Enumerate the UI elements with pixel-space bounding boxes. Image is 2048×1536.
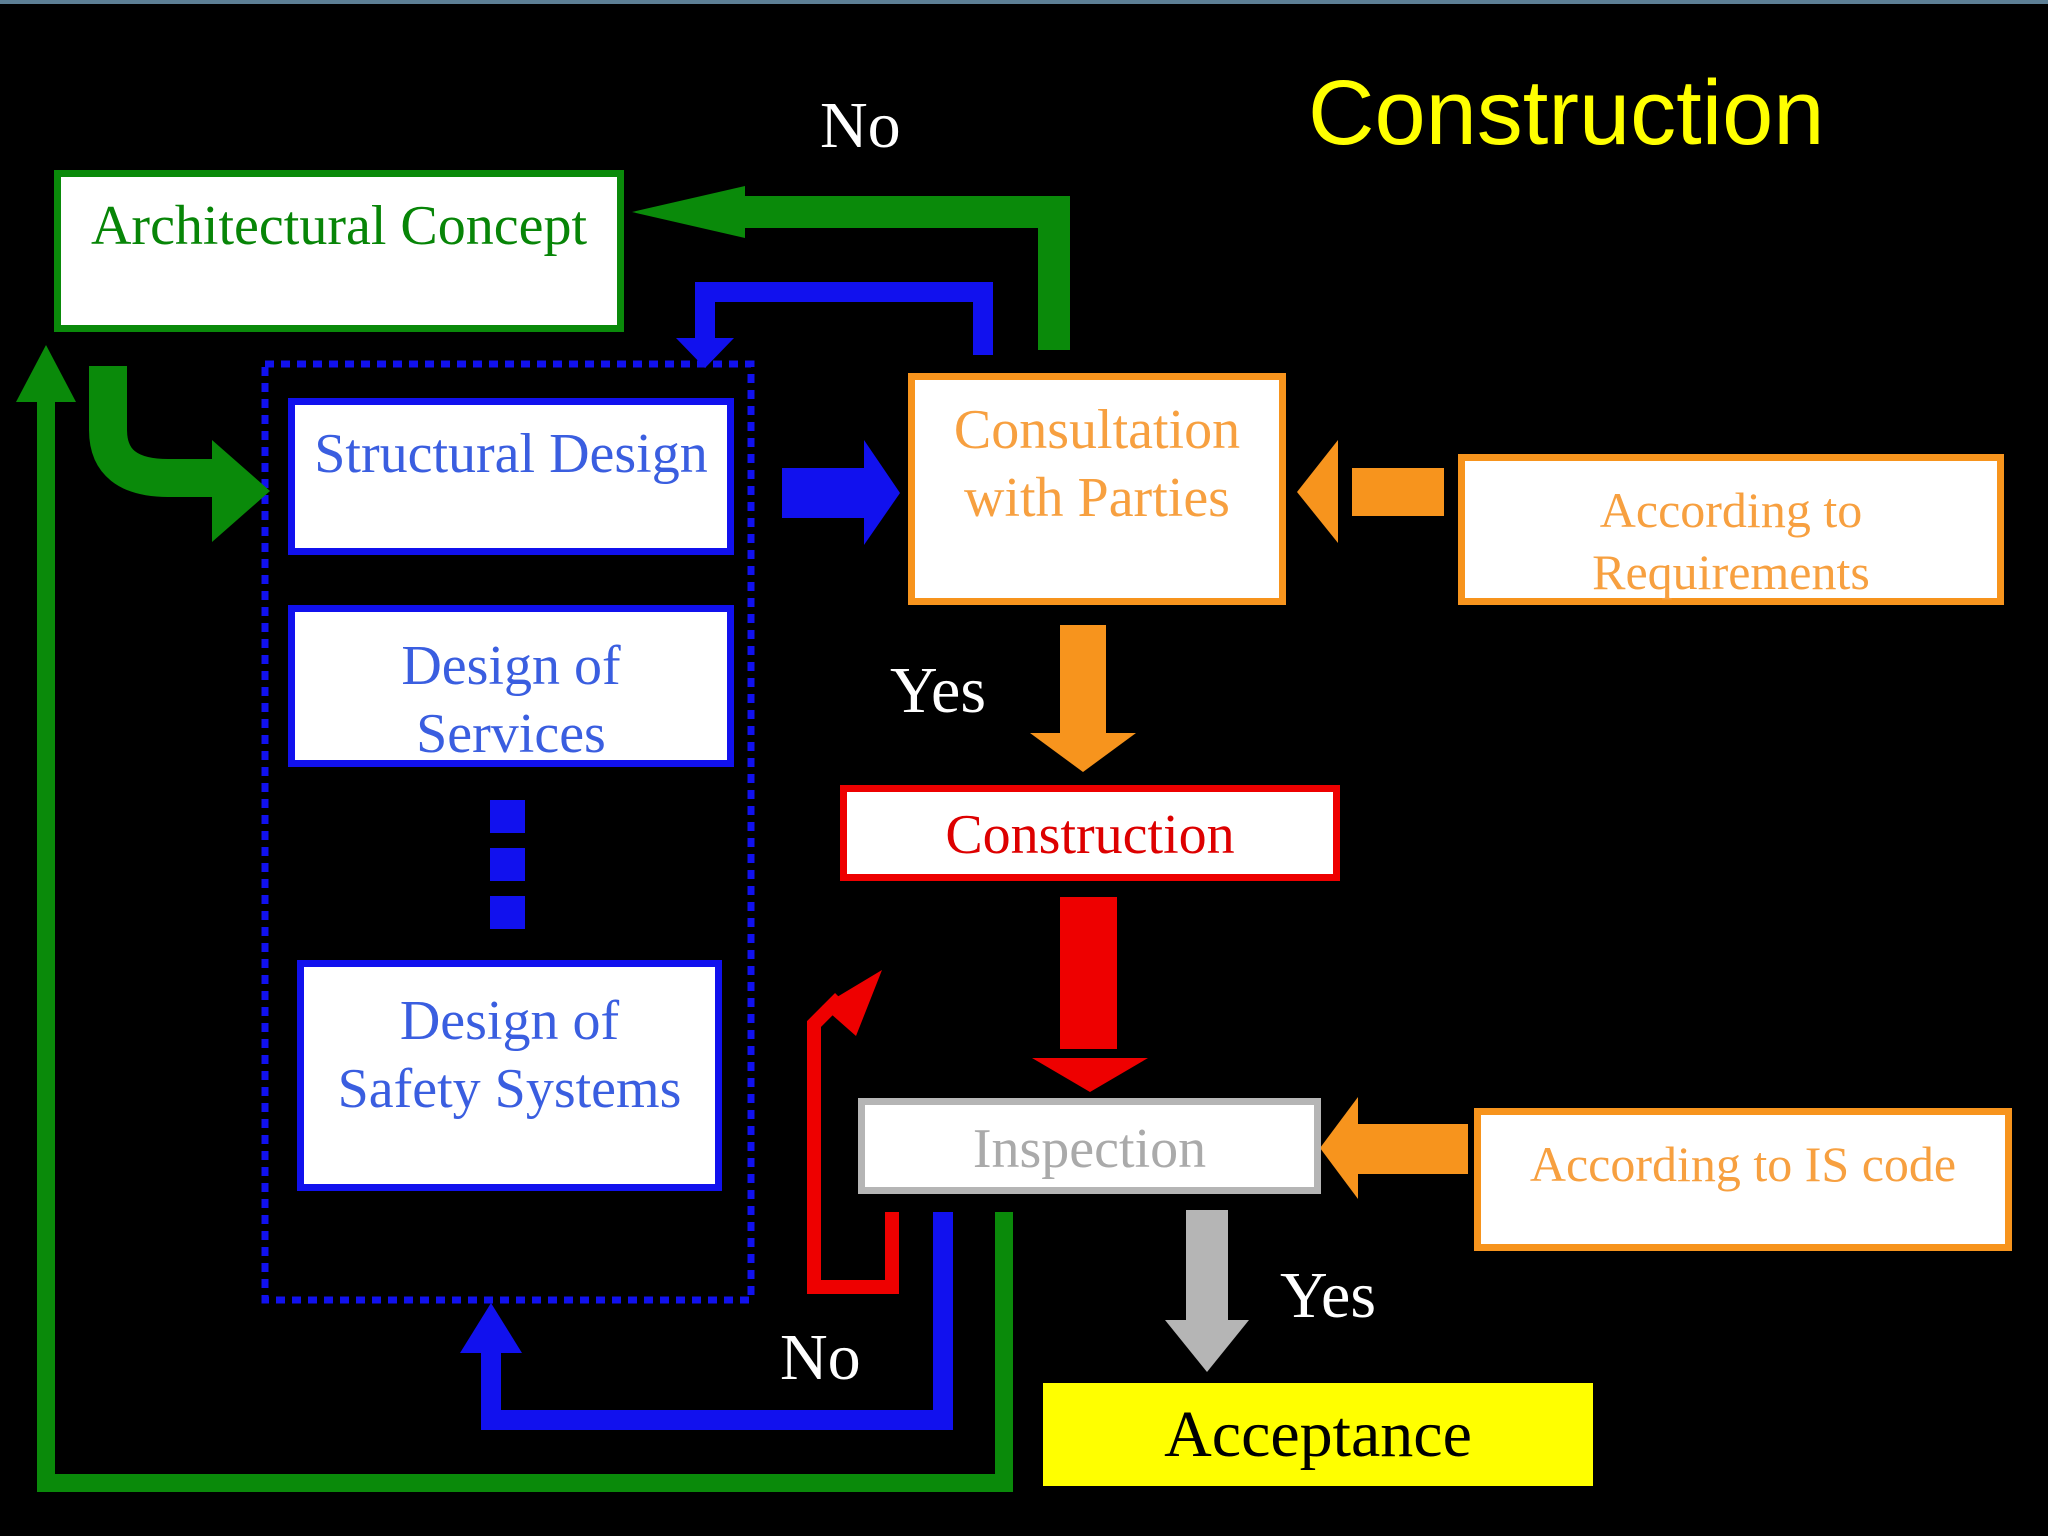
red-construction-shaft [1060, 897, 1117, 1049]
design-group-dotted-frame [261, 360, 755, 1304]
node-consultation-line-2: with Parties [964, 467, 1230, 529]
node-acceptance-label: Acceptance [1164, 1398, 1472, 1471]
orange-iscode-shaft [1356, 1124, 1468, 1174]
node-construction-label: Construction [945, 804, 1235, 866]
node-requirements-line-2: Requirements [1592, 544, 1870, 600]
blue-consult-to-design-arrow [695, 282, 993, 355]
node-consultation-line-1: Consultation [953, 399, 1241, 461]
node-design-of-safety-systems-line-2: Safety Systems [337, 1058, 682, 1120]
node-design-of-safety-systems: Design of Safety Systems [297, 960, 722, 1191]
node-structural-design: Structural Design [288, 398, 734, 555]
node-design-of-services-line-2: Services [416, 703, 606, 765]
node-architectural-concept: Architectural Concept [54, 170, 624, 332]
green-no-feedback-arrow [745, 196, 1070, 350]
node-design-of-services: Design of Services [288, 605, 734, 767]
red-inspection-loop-arrowhead [822, 970, 882, 1036]
node-according-to-requirements: According to Requirements [1458, 454, 2004, 605]
node-acceptance: Acceptance [1043, 1383, 1593, 1486]
blue-inspection-to-design-arrowhead [460, 1303, 522, 1353]
green-no-feedback-arrowhead [632, 186, 745, 238]
edge-label-no-inspection: No [780, 1321, 861, 1394]
window-top-border [0, 0, 2048, 4]
node-design-of-safety-systems-line-1: Design of [399, 990, 620, 1052]
ellipsis-block-3 [490, 896, 525, 929]
node-design-of-services-line-1: Design of [401, 635, 621, 697]
edge-label-yes-inspection: Yes [1280, 1259, 1377, 1332]
node-according-to-is-code: According to IS code [1474, 1108, 2012, 1251]
red-inspection-loop-arrow [807, 993, 899, 1294]
node-is-code-label: According to IS code [1529, 1136, 1957, 1192]
orange-iscode-arrowhead [1320, 1097, 1358, 1199]
green-arch-to-structural-arrow [89, 366, 212, 497]
orange-requirements-arrowhead [1297, 440, 1338, 543]
gray-yes-shaft [1186, 1210, 1228, 1322]
blue-consult-to-design-arrowhead [676, 338, 734, 368]
red-construction-arrowhead [1032, 1058, 1148, 1092]
node-inspection-label: Inspection [972, 1118, 1207, 1180]
blue-structural-to-consult-shaft [782, 468, 864, 518]
node-consultation-with-parties: Consultation with Parties [908, 373, 1286, 605]
node-requirements-line-1: According to [1599, 482, 1863, 538]
node-architectural-concept-label: Architectural Concept [90, 195, 587, 257]
green-arch-to-structural-arrowhead [212, 440, 270, 542]
orange-yes-arrowhead [1030, 733, 1136, 772]
slide-title: Construction [1308, 62, 1825, 164]
blue-structural-to-consult-arrowhead [864, 440, 900, 545]
node-construction: Construction [840, 785, 1340, 881]
green-long-loop-arrow [37, 390, 1013, 1492]
gray-yes-arrowhead [1165, 1320, 1249, 1372]
ellipsis-block-2 [490, 848, 525, 881]
green-long-loop-arrowhead [16, 345, 76, 402]
orange-requirements-shaft [1352, 468, 1444, 516]
node-structural-design-label: Structural Design [314, 423, 708, 485]
node-inspection: Inspection [858, 1098, 1321, 1194]
edge-label-no-top: No [820, 89, 901, 162]
orange-yes-shaft [1060, 625, 1106, 735]
blue-inspection-to-design-arrow [481, 1212, 953, 1430]
ellipsis-block-1 [490, 800, 525, 833]
edge-label-yes-consultation: Yes [890, 654, 987, 727]
